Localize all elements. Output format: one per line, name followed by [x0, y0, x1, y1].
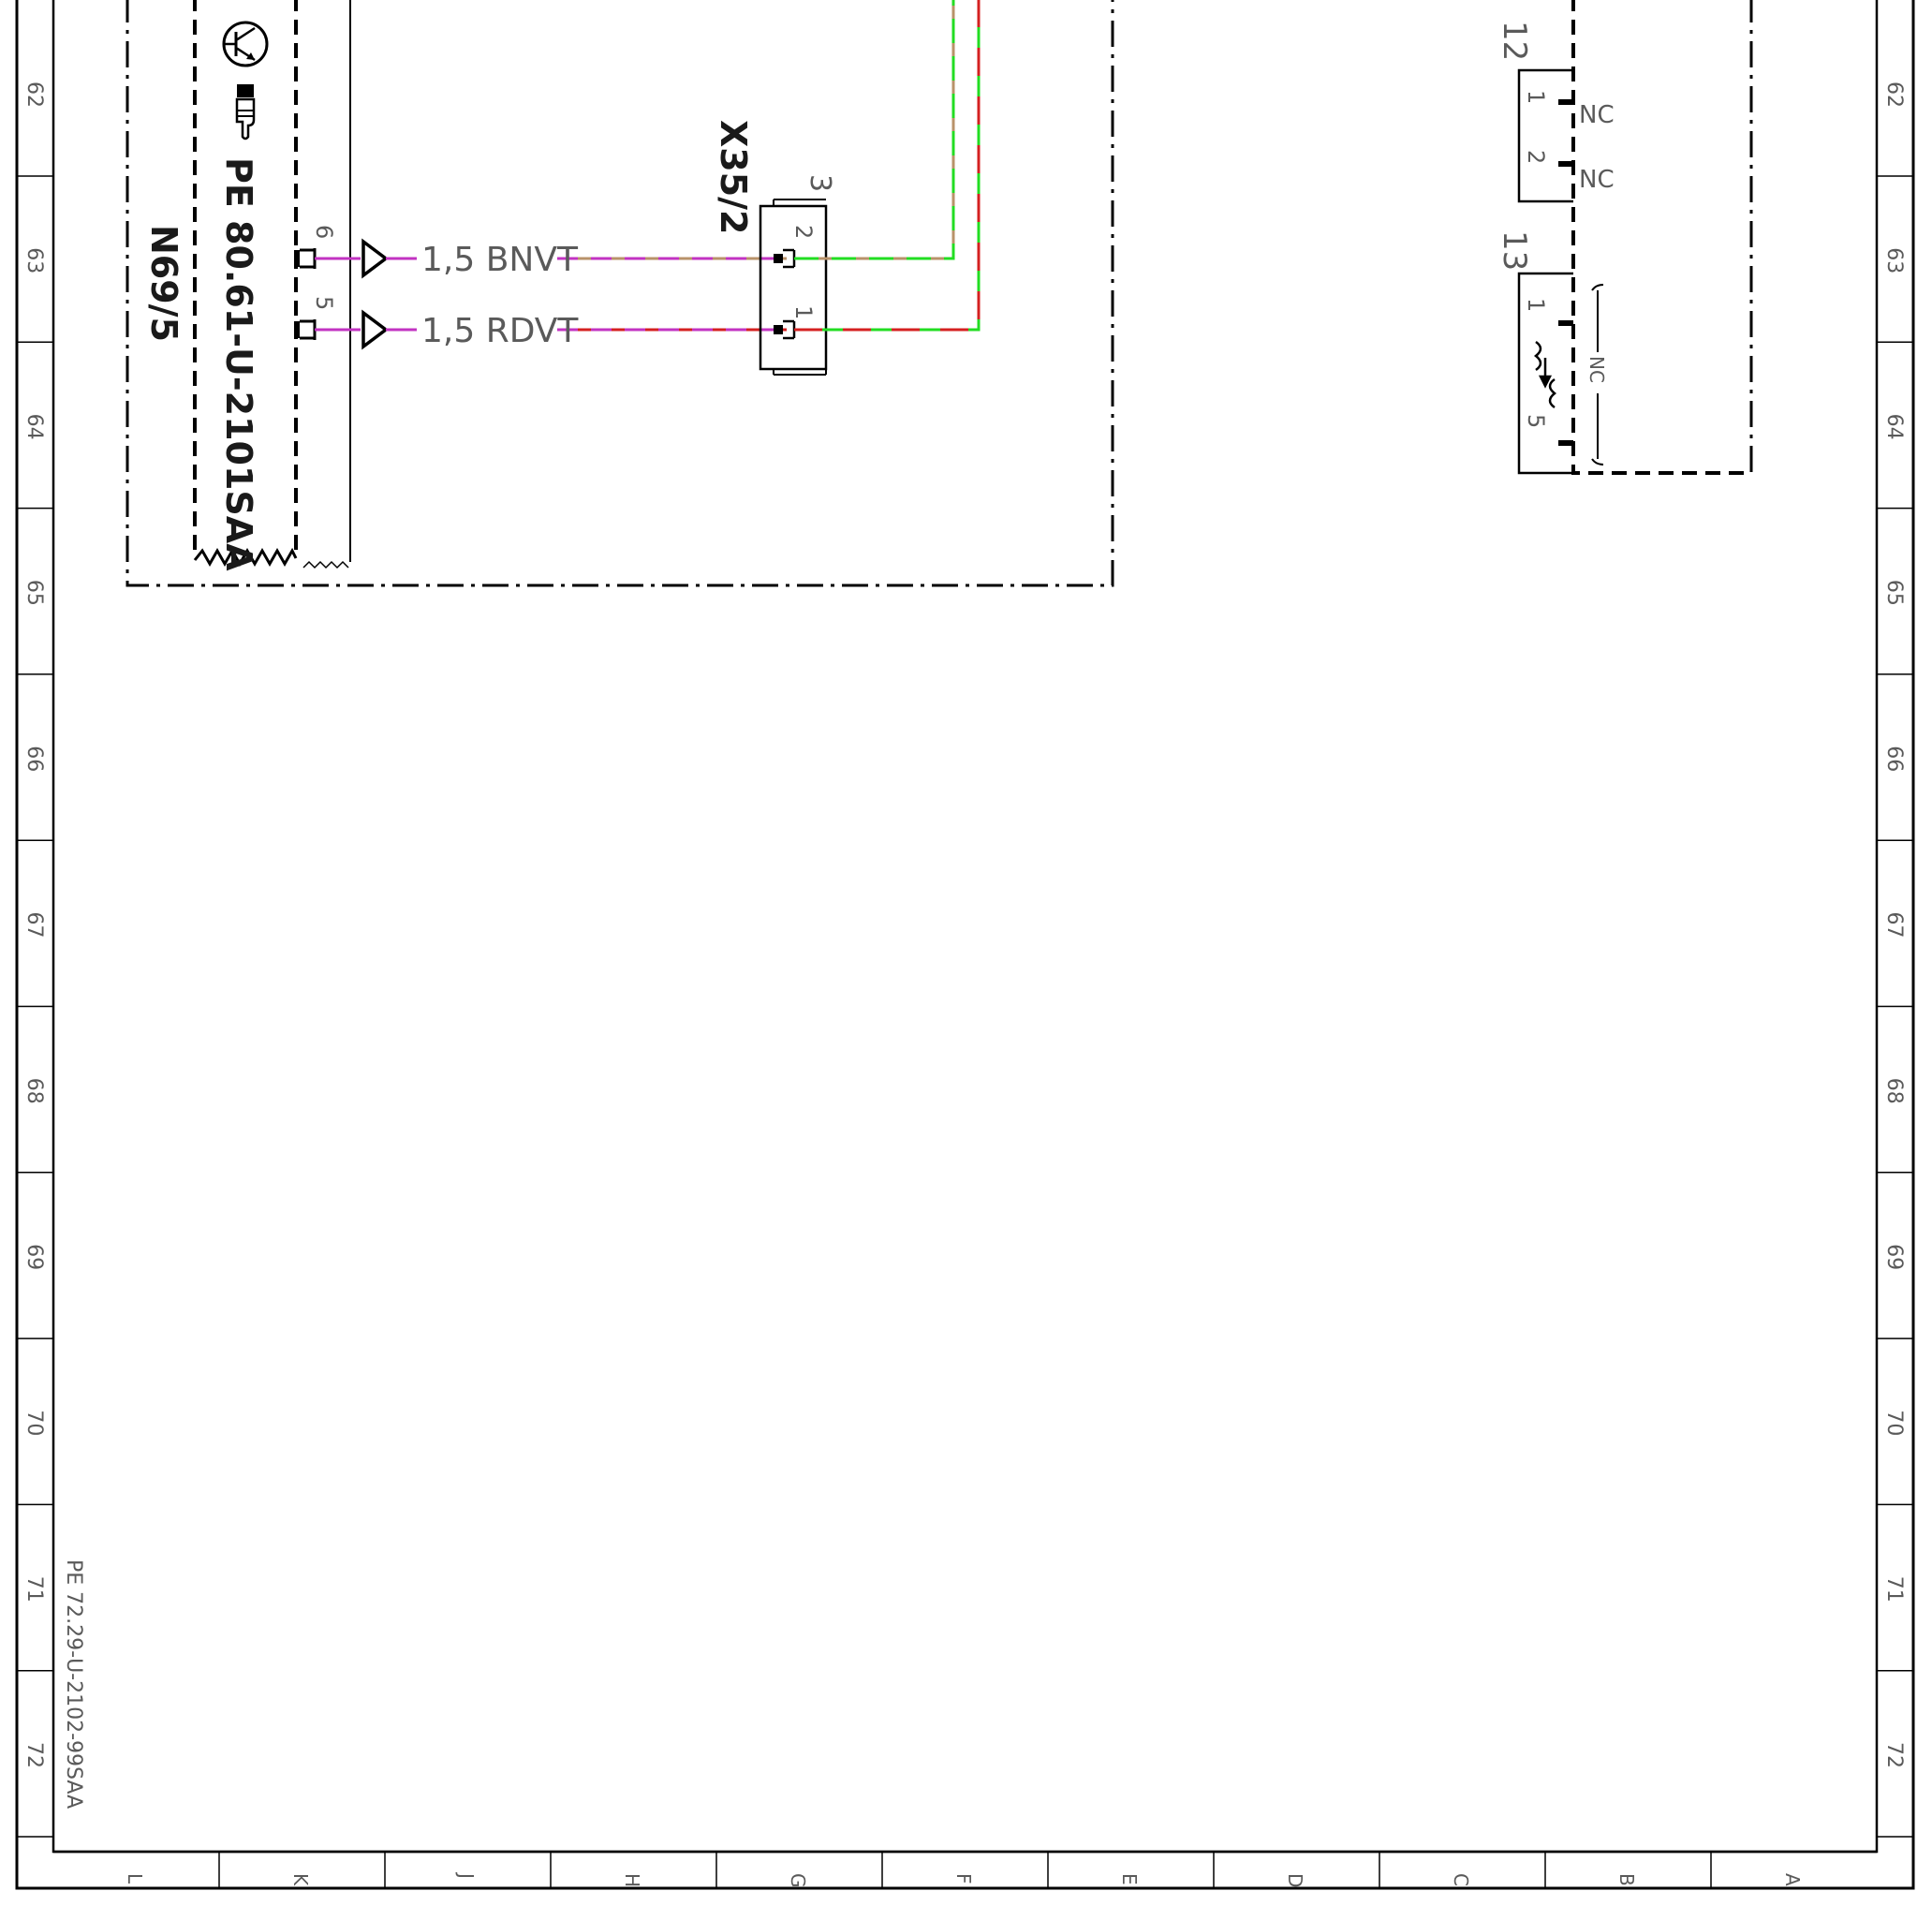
connector-13-bracket	[1517, 272, 1573, 475]
n69-pin-5-terminal	[294, 319, 317, 340]
inner-frame	[52, 0, 1879, 1854]
row-label-left: 64	[22, 414, 46, 440]
row-label-right: 71	[1882, 1576, 1906, 1603]
row-label-left: 70	[22, 1410, 46, 1436]
n69-small-zigzag	[302, 560, 349, 569]
connector-13-bridge-symbol	[1534, 340, 1556, 409]
wire-green-brown	[794, 0, 955, 260]
connector-x35-designation: X35/2	[713, 120, 754, 235]
column-label: C	[1450, 1873, 1472, 1886]
row-label-left: 65	[22, 580, 46, 606]
n69-pin-5-number: 5	[311, 296, 337, 310]
connector-x35-pin-2: 2	[790, 225, 817, 239]
row-label-left: 66	[22, 746, 46, 772]
row-label-right: 67	[1882, 912, 1906, 938]
transistor-icon	[222, 21, 269, 67]
wire-green-red	[794, 0, 981, 332]
connector-13-state: NC	[1585, 356, 1608, 383]
right-component-boundary	[1571, 0, 1751, 475]
n69-pin-6-terminal	[294, 248, 317, 269]
connector-13-pin-5: 5	[1523, 414, 1549, 428]
hand-pointer-icon	[235, 84, 256, 140]
connector-12-number: 12	[1496, 21, 1533, 61]
row-label-right: 68	[1882, 1078, 1906, 1104]
column-label: D	[1284, 1873, 1306, 1887]
column-label: G	[787, 1873, 809, 1888]
connector-12-pin-1: 1	[1523, 90, 1549, 104]
row-label-left: 71	[22, 1576, 46, 1603]
n69-reference: PE 80.61-U-2101SAA	[218, 157, 259, 571]
column-label: B	[1615, 1873, 1638, 1886]
column-label: H	[621, 1873, 643, 1887]
row-label-left: 62	[22, 81, 46, 108]
column-label: J	[455, 1871, 478, 1879]
row-label-left: 67	[22, 912, 46, 938]
connector-13-nc-span	[1591, 284, 1604, 465]
wire-bnvt-label: 1,5 BNVT	[421, 241, 579, 279]
connector-x35-body	[759, 199, 828, 376]
connector-12-pin-2-terminal	[1558, 161, 1573, 167]
row-label-right: 63	[1882, 247, 1906, 273]
row-label-right: 70	[1882, 1410, 1906, 1436]
row-label-right: 65	[1882, 580, 1906, 606]
connector-12-pin-1-state: NC	[1579, 101, 1615, 129]
outer-frame	[15, 0, 1915, 1890]
connector-x35-pin-count: 3	[804, 174, 836, 192]
wire-rdvt-label: 1,5 RDVT	[421, 312, 579, 350]
connector-13-pin-1-terminal	[1558, 320, 1573, 326]
sheet-reference: PE 72.29-U-2102-99SAA	[62, 1559, 85, 1809]
row-label-right: 72	[1882, 1742, 1906, 1768]
connector-13-pin-5-terminal	[1558, 440, 1573, 446]
column-label: A	[1781, 1873, 1804, 1886]
connector-x35-pin-1: 1	[790, 305, 817, 319]
module-boundary	[125, 0, 1114, 587]
connector-12-pin-2: 2	[1523, 150, 1549, 164]
column-label: L	[124, 1873, 146, 1884]
wire-rdvt	[315, 309, 787, 350]
connector-13-number: 13	[1496, 230, 1533, 271]
row-label-left: 69	[22, 1244, 46, 1270]
connector-12-pin-1-terminal	[1558, 99, 1573, 105]
column-label: K	[289, 1873, 312, 1886]
column-label: E	[1118, 1873, 1141, 1885]
row-label-left: 63	[22, 247, 46, 273]
row-label-left: 68	[22, 1078, 46, 1104]
row-label-right: 66	[1882, 746, 1906, 772]
row-label-right: 64	[1882, 414, 1906, 440]
n69-zigzag-break	[193, 547, 298, 568]
row-label-right: 62	[1882, 81, 1906, 108]
row-label-right: 69	[1882, 1244, 1906, 1270]
row-label-left: 72	[22, 1742, 46, 1768]
connector-12-pin-2-state: NC	[1579, 166, 1615, 194]
connector-12-bracket	[1517, 68, 1573, 203]
n69-designation: N69/5	[143, 225, 184, 342]
n69-pin-6-number: 6	[311, 225, 337, 239]
column-label: F	[952, 1873, 975, 1884]
connector-13-pin-1: 1	[1523, 298, 1549, 312]
wire-bnvt	[315, 238, 787, 279]
